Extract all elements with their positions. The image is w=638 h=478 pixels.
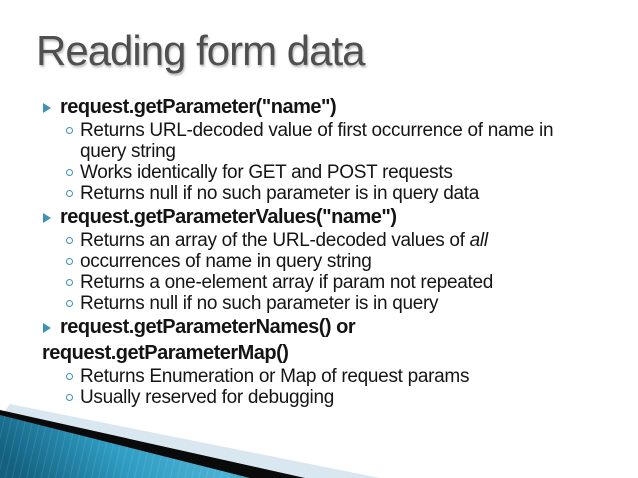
bullet-text: occurrences of name in query string xyxy=(80,250,372,272)
bullet-level1: request.getParameter("name") xyxy=(38,94,623,120)
circle-bullet-icon xyxy=(66,300,73,307)
circle-bullet-icon xyxy=(66,169,73,176)
bullet-level1: request.getParameterNames() or xyxy=(38,314,623,340)
section-heading: request.getParameter("name") xyxy=(60,95,337,118)
bullet-text: Returns Enumeration or Map of request pa… xyxy=(80,365,470,387)
teal-band-texture xyxy=(0,415,250,478)
bullet-level2: Returns Enumeration or Map of request pa… xyxy=(66,366,623,387)
teal-band xyxy=(0,415,250,478)
bullet-text-regular: Returns an array of the URL-decoded valu… xyxy=(80,229,470,251)
bullet-level1: request.getParameterValues("name") xyxy=(38,204,623,230)
pale-blue-band xyxy=(4,404,380,478)
bullet-level2: Works identically for GET and POST reque… xyxy=(66,162,623,183)
circle-bullet-icon xyxy=(66,237,73,244)
bullet-level2: Usually reserved for debugging xyxy=(66,387,623,408)
bullet-text: Usually reserved for debugging xyxy=(80,386,334,408)
triangle-bullet-icon xyxy=(43,212,51,223)
bullet-text: Returns an array of the URL-decoded valu… xyxy=(80,230,488,252)
bullet-text-italic: all xyxy=(469,229,488,251)
slide-body: request.getParameter("name") Returns URL… xyxy=(38,94,623,408)
circle-bullet-icon xyxy=(66,279,73,286)
triangle-bullet-icon xyxy=(43,322,51,333)
bullet-text: Returns null if no such parameter is in … xyxy=(80,292,439,314)
circle-bullet-icon xyxy=(66,127,73,134)
circle-bullet-icon xyxy=(66,258,73,265)
bullet-level2: Returns an array of the URL-decoded valu… xyxy=(66,230,623,251)
bullet-text: Returns URL-decoded value of first occur… xyxy=(80,119,554,141)
bullet-text: Returns null if no such parameter is in … xyxy=(80,182,479,204)
bullet-level2: Returns null if no such parameter is in … xyxy=(66,183,623,204)
black-band xyxy=(0,410,305,478)
slide-title: Reading form data xyxy=(36,27,366,74)
bullet-level2: Returns null if no such parameter is in … xyxy=(66,293,623,314)
section-heading-wrap-line: request.getParameterMap() xyxy=(42,342,289,364)
bullet-level2: Returns a one-element array if param not… xyxy=(66,272,623,293)
bullet-text: Returns a one-element array if param not… xyxy=(80,271,494,293)
circle-bullet-icon xyxy=(66,394,73,401)
circle-bullet-icon xyxy=(66,190,73,197)
bullet-level2: Returns URL-decoded value of first occur… xyxy=(66,120,623,141)
triangle-bullet-icon xyxy=(43,102,51,113)
section-heading: request.getParameterValues("name") xyxy=(60,205,397,228)
bullet-text: query string xyxy=(80,140,176,162)
bullet-level2-continuation: query string xyxy=(66,141,623,162)
section-heading: request.getParameterNames() or xyxy=(60,315,356,338)
bullet-level2: occurrences of name in query string xyxy=(66,251,623,272)
circle-bullet-icon xyxy=(66,373,73,380)
bullet-text: Works identically for GET and POST reque… xyxy=(80,161,453,183)
